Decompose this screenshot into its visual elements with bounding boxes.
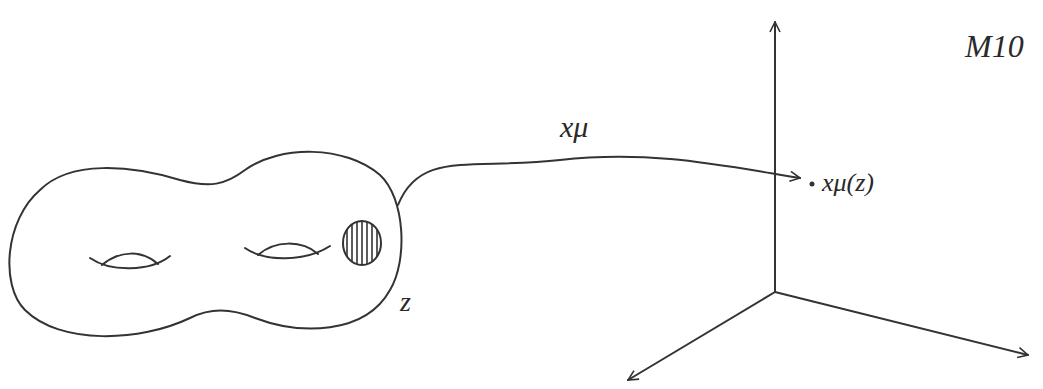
math-label: xμ: [560, 112, 588, 142]
axis: [628, 292, 775, 380]
puncture-disk: [343, 221, 381, 265]
handle-hole: [90, 256, 170, 268]
math-label: xμ(z): [822, 170, 874, 196]
surface-outline: [9, 152, 401, 336]
handle-hole: [102, 254, 158, 265]
map-arrow: [398, 157, 800, 205]
math-label: z: [400, 288, 411, 316]
handle-hole: [258, 244, 318, 255]
math-label: M10: [965, 30, 1024, 62]
axis: [774, 22, 776, 292]
target-point: [810, 182, 815, 187]
axis: [775, 292, 1028, 355]
